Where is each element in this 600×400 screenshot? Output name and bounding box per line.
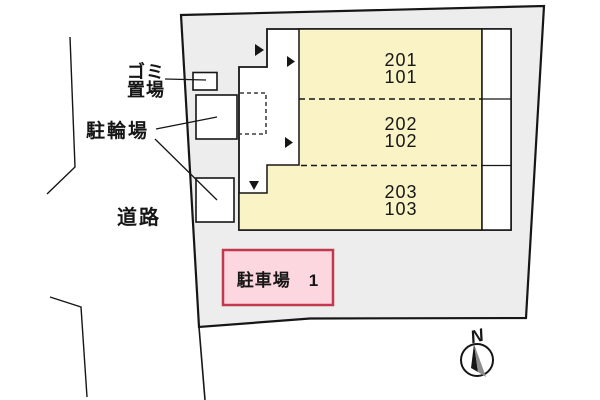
compass-n-label: N — [468, 324, 486, 347]
garbage-station-box — [192, 71, 218, 91]
entrance-arrow-right-icon-2 — [287, 56, 295, 67]
room-201-label: 201 — [384, 50, 417, 70]
garbage-leader-line — [164, 78, 207, 81]
parking-lot-box — [221, 248, 335, 307]
road-edge-upper — [46, 36, 76, 195]
boundary-extension-line — [198, 326, 206, 400]
room-102-label: 102 — [384, 131, 417, 151]
room-label-2: 202 102 — [384, 114, 417, 151]
room-203-label: 203 — [384, 182, 417, 202]
compass-needle-gray — [474, 344, 486, 377]
bicycle-leader-line-1 — [155, 116, 218, 130]
compass-north-icon: N — [460, 324, 494, 377]
entrance-arrow-right-icon-3 — [285, 137, 293, 148]
stairs-dashed-box — [240, 92, 267, 135]
room-label-3: 203 103 — [384, 182, 417, 219]
room-label-1: 201 101 — [384, 50, 417, 87]
bicycle-leader-line-2 — [154, 138, 218, 201]
room-101-label: 101 — [384, 67, 417, 87]
road-edge-lower — [49, 296, 88, 398]
entrance-arrow-down-icon — [249, 181, 259, 190]
compass-needle-dark — [471, 344, 478, 372]
balcony-column — [481, 28, 512, 231]
bicycle-parking-label: 駐輪場 — [86, 119, 149, 142]
road-label: 道路 — [117, 205, 161, 229]
garbage-label-line2: 置場 — [127, 80, 165, 100]
room-202-label: 202 — [384, 114, 417, 134]
room-103-label: 103 — [384, 199, 417, 219]
entrance-arrow-right-icon-1 — [255, 44, 264, 56]
garbage-label-line1: ゴミ — [127, 61, 165, 82]
parking-lot-label: 駐車場 1 — [237, 270, 319, 290]
